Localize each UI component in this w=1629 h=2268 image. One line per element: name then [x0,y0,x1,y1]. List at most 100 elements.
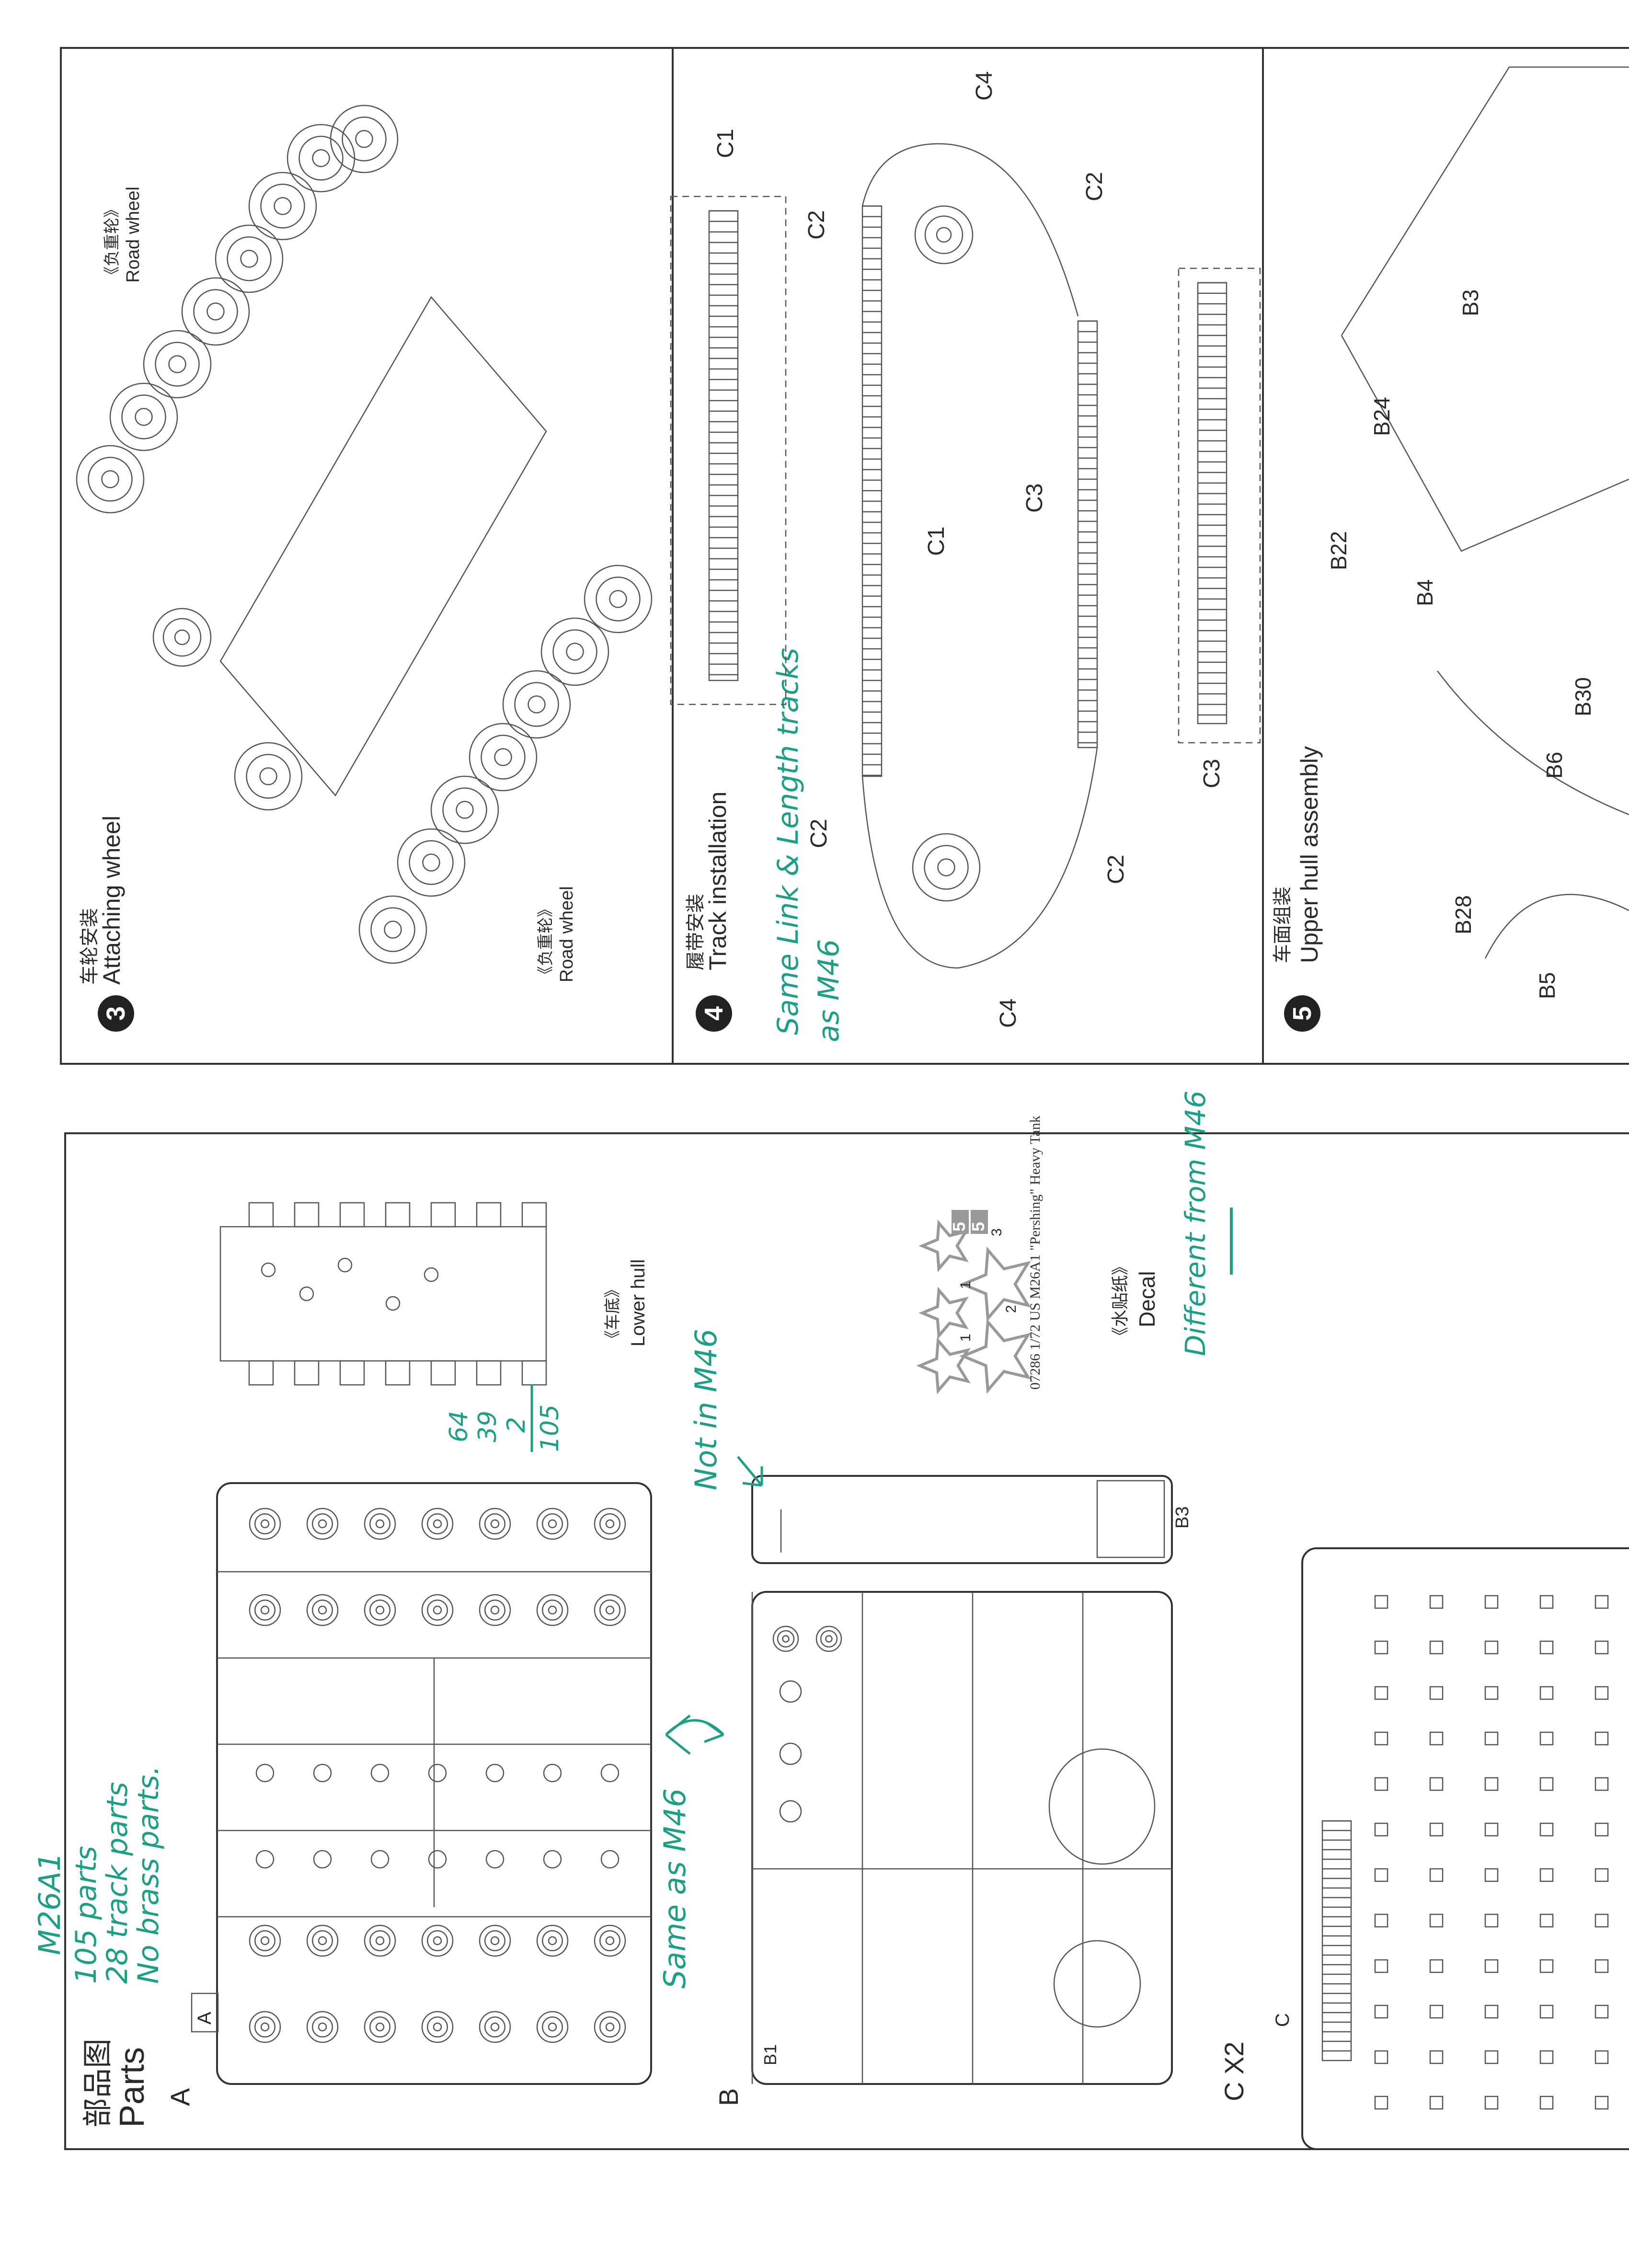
hull-outline-2 [1484,894,1629,959]
small-wheel [600,1850,619,1869]
step-3-title-en: Attaching wheel [98,816,125,985]
sprue-c: C [1272,1547,1629,2150]
wheel-rim [311,2016,333,2038]
wheel-rim [426,1930,448,1952]
wheel-hub [318,1936,327,1946]
track-link-part [1595,1640,1609,1655]
step-3-number: 3 [102,1006,130,1021]
note-sum-64: 64 [445,1411,473,1442]
track-note-line1: Same Link & Length tracks [771,648,805,1035]
parts-title-en: Parts [113,2047,151,2128]
track-strip [1321,1820,1352,2061]
road-wheel-icon [584,564,653,633]
wheel-hub [259,767,277,785]
track-link-part [1374,1868,1388,1882]
track-link-part [1595,1686,1609,1700]
track-link-part [1484,1913,1499,1928]
road-wheel-icon [215,224,284,293]
wheel-hub [168,355,186,373]
track-link-part [1539,2050,1554,2064]
small-wheel [255,1763,275,1783]
decal-sheet-text: 07286 1/72 US M26A1 "Pershing" Heavy Tan… [1027,1116,1043,1390]
road-wheel-icon [536,1594,569,1626]
hull-part-label: B3 [1458,289,1483,316]
small-part [779,1742,802,1765]
track-link-part [1484,1686,1499,1700]
note-different: Different from M46 [1179,1091,1212,1356]
hull-body [219,296,547,797]
road-wheel-icon [364,2011,396,2043]
note-arrow-not-in [737,1456,763,1487]
track-link-part [1374,2095,1388,2110]
road-wheel-callout-top-en: Road wheel [123,186,143,283]
wheel-rim [541,1513,563,1535]
track-link-part [1539,1640,1554,1655]
road-wheel-icon [479,2011,511,2043]
road-wheel-icon [287,124,356,193]
road-wheel-icon [594,1508,626,1540]
small-wheel [313,1763,332,1783]
track-link-part [1429,2095,1444,2110]
track-link-part [1429,1777,1444,1791]
wheel-rim [596,576,641,622]
track-link-part [1539,1777,1554,1791]
wheel-rim [409,840,454,885]
road-wheel-icon [430,775,499,844]
wheel-hub [548,1519,557,1529]
wheel-hub [490,1519,500,1529]
small-wheel [428,1763,447,1783]
step-4: 4 履带安装 Track installation Same Link & Le… [670,71,1261,1042]
road-wheel-icon [330,104,399,173]
step-3-badge [98,995,134,1032]
suspension-arm [385,1360,411,1386]
note-model: M26A1 [32,1853,67,1955]
wheel-hub [375,1519,385,1529]
suspension-arm [385,1202,411,1228]
wheel-hub [260,1519,270,1529]
wheel-rim [311,1599,333,1621]
wheel-hub [937,858,955,876]
decal-en: Decal [1135,1271,1159,1327]
decal-number: 2 [1003,1305,1019,1313]
decal-number-5: 5 [968,1222,988,1232]
c1-bracket [670,196,787,705]
track-link-part [1484,2095,1499,2110]
track-run-c1-left [708,210,739,681]
wheel-rim [924,845,969,890]
track-link-part [1429,1731,1444,1746]
hull-hole [299,1286,314,1301]
wheel-rim [88,457,133,502]
track-link-part [1484,2004,1499,2019]
road-wheel-icon [421,1508,454,1540]
wheel-rim [599,1599,621,1621]
suspension-arm [248,1360,274,1386]
step-5-title-cn: 车面组装 [1272,886,1293,963]
track-link-part [1374,1731,1388,1746]
track-run-c3 [1077,320,1098,748]
track-curve-bottom [861,747,1098,969]
track-part-label: C3 [1022,484,1047,513]
track-link-part [1374,1777,1388,1791]
wheel-hub [375,2022,385,2032]
road-wheel-icon [249,2011,281,2043]
wheel-rim [121,394,166,439]
decal-star [918,1220,969,1272]
wheel-hub [548,1936,557,1946]
track-part-label: C4 [972,71,997,101]
wheel-hub [260,1936,270,1946]
wheel-rim [541,1599,563,1621]
wheel-rim [484,1599,506,1621]
wheel-hub [206,302,225,321]
lower-hull-drawing [219,1202,547,1386]
track-part-label: C1 [713,129,738,158]
suspension-arm [248,1202,274,1228]
wheel-rim [311,1513,333,1535]
track-part-label: C2 [804,210,829,240]
decal-number-5: 5 [949,1222,969,1232]
wheel-hub [490,1936,500,1946]
wheel-rim [484,1513,506,1535]
track-link-part [1484,1868,1499,1882]
lower-hull-en: Lower hull [628,1259,649,1347]
step-4-title-en: Track installation [704,792,731,970]
